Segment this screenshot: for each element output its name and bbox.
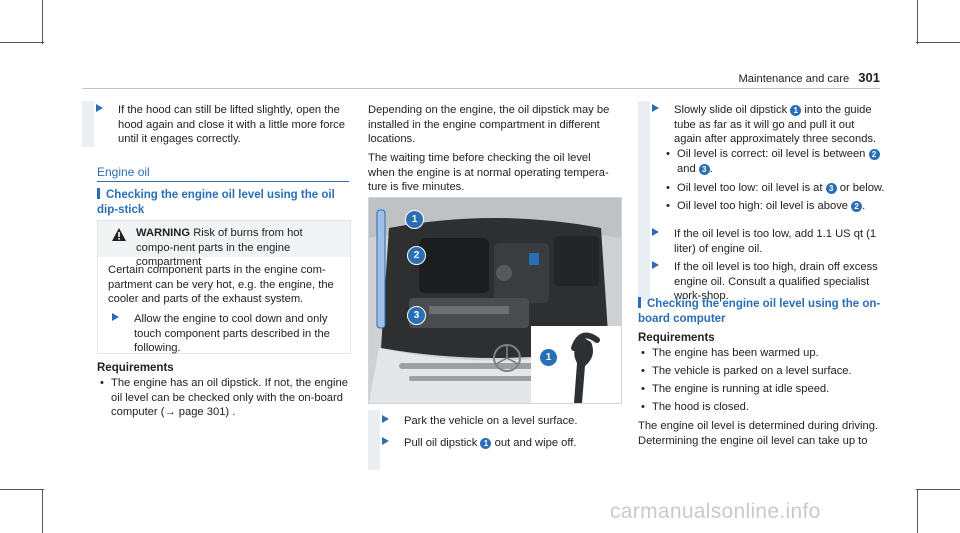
callout-ref-1: 1 (790, 105, 802, 116)
paragraph-determination: The engine oil level is determined durin… (638, 420, 879, 447)
step-arrow-icon (382, 437, 389, 445)
watermark: carmanualsonline.info (610, 500, 821, 523)
step-arrow-icon (652, 104, 659, 112)
callout-ref-3: 3 (825, 183, 837, 194)
step-park: Park the vehicle on a level surface. (382, 414, 617, 429)
requirement-item: The engine has been warmed up. (638, 346, 892, 361)
step-drain-oil: If the oil level is too high, drain off … (652, 260, 882, 304)
warning-icon (112, 228, 126, 241)
heading-marker-icon (638, 297, 641, 308)
callout-1: 1 (405, 210, 424, 229)
requirements-heading: Requirements (97, 362, 174, 374)
step-arrow-icon (652, 261, 659, 269)
callout-ref-2: 2 (868, 149, 880, 160)
subheading-onboard: Checking the engine oil level using the … (638, 297, 881, 325)
step-bar (368, 410, 380, 470)
callout-2: 2 (407, 246, 426, 265)
callout-ref-3: 3 (698, 163, 710, 175)
heading-marker-icon (97, 188, 100, 199)
step-arrow-icon (652, 228, 659, 236)
warning-body: Certain component parts in the engine co… (108, 264, 334, 305)
step-pull-dipstick: Pull oil dipstick 1 out and wipe off. (382, 436, 617, 451)
header-rule (82, 88, 880, 89)
step-arrow-icon (382, 415, 389, 423)
paragraph-locations: Depending on the engine, the oil dipstic… (368, 104, 610, 145)
warning-step: Allow the engine to cool down and only t… (112, 312, 340, 356)
step-arrow-icon (96, 104, 103, 112)
warning-label: WARNING (136, 227, 191, 239)
warning-text: WARNING Risk of burns from hot compo-nen… (136, 227, 303, 268)
engine-illustration: 1 2 3 1 (368, 197, 622, 404)
section-name: Maintenance and care (738, 73, 850, 85)
requirements-heading: Requirements (638, 332, 715, 344)
oil-level-low: Oil level too low: oil level is at 3 or … (663, 181, 892, 196)
requirement-item: The vehicle is parked on a level surface… (638, 364, 892, 379)
step-hood: If the hood can still be lifted slightly… (96, 103, 346, 147)
subheading-dipstick: Checking the engine oil level using the … (97, 188, 335, 216)
oil-level-high: Oil level too high: oil level is above 2… (663, 199, 892, 214)
callout-ref-1: 1 (480, 438, 492, 449)
page-number: 301 (858, 70, 880, 85)
step-add-oil: If the oil level is too low, add 1.1 US … (652, 227, 882, 256)
callout-ref-2: 2 (851, 201, 863, 212)
section-rule (97, 181, 349, 182)
page-header: Maintenance and care 301 (700, 70, 880, 85)
warning-header (98, 221, 350, 257)
callout-3: 3 (407, 306, 426, 325)
requirement-item: The engine has an oil dipstick. If not, … (97, 376, 349, 420)
step-arrow-icon (112, 313, 119, 321)
section-title: Engine oil (97, 165, 150, 179)
paragraph-waiting-time: The waiting time before checking the oil… (368, 152, 609, 193)
warning-box: WARNING Risk of burns from hot compo-nen… (97, 220, 351, 354)
engine-compartment-image (369, 198, 621, 403)
requirement-item: The engine is running at idle speed. (638, 382, 892, 397)
requirement-item: The hood is closed. (638, 400, 892, 415)
step-slide-dipstick: Slowly slide oil dipstick 1 into the gui… (652, 103, 882, 147)
step-bar (638, 101, 650, 301)
inset-callout-1: 1 (539, 348, 558, 367)
oil-level-correct: Oil level is correct: oil level is betwe… (663, 147, 892, 176)
step-bar (82, 101, 94, 147)
